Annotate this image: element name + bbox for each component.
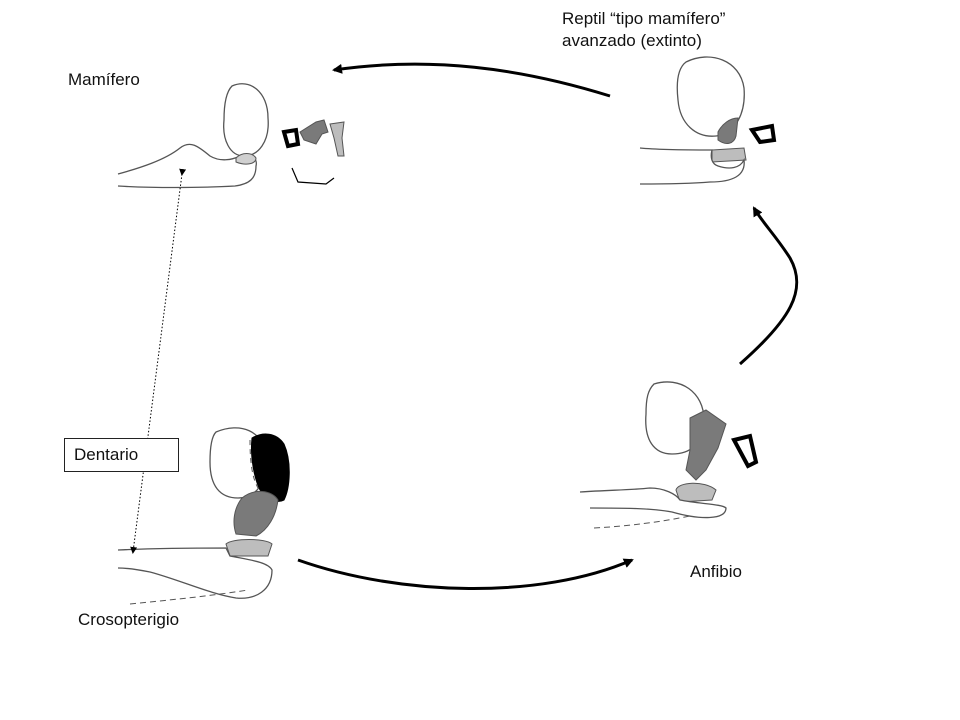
amphibian-jaw (579, 487, 727, 519)
mammal-stapes (281, 127, 301, 149)
fish-jaw-lower-dash (129, 589, 249, 605)
label-anfibio: Anfibio (690, 562, 742, 581)
amphibian-hyomandibular (685, 409, 727, 481)
label-mamifero: Mamífero (68, 70, 140, 89)
fish-articular (225, 539, 273, 557)
fish-hyomandibular (233, 491, 279, 537)
arrow-amphibian-to-reptile (739, 206, 799, 366)
label-reptil-line1: Reptil “tipo mamífero” (562, 9, 726, 28)
amphibian-braincase (645, 381, 705, 455)
reptile-jaw (639, 147, 745, 185)
reptile-articular (711, 147, 747, 163)
amphibian-articular (675, 482, 717, 503)
label-dentario-box: Dentario (64, 438, 179, 472)
label-reptil: Reptil “tipo mamífero” avanzado (extinto… (562, 8, 802, 52)
dentario-pointer-line (130, 168, 187, 554)
crossopterygian-skull-diagram (117, 427, 290, 605)
reptile-braincase (676, 56, 745, 137)
arrow-fish-to-amphibian (297, 558, 634, 590)
reptile-stapes (748, 123, 777, 145)
amphibian-jaw-lower-dash (593, 515, 691, 529)
amphibian-stapes (731, 433, 759, 469)
mammal-braincase (223, 83, 269, 157)
mammal-joint-bone (235, 153, 257, 165)
amphibian-skull-diagram (579, 381, 759, 529)
mammal-tympanic-ring (291, 167, 335, 185)
reptile-skull-diagram (639, 56, 777, 185)
fish-opercular (251, 433, 290, 503)
label-crosopterigio: Crosopterigio (78, 610, 180, 629)
arrow-reptile-to-mammal (332, 62, 611, 98)
mammal-incus (299, 119, 329, 145)
label-reptil-line2: avanzado (extinto) (562, 31, 702, 50)
mammal-malleus (329, 121, 345, 157)
mammal-skull-diagram (117, 83, 345, 189)
reptile-quadrate (717, 117, 739, 144)
fish-jaw (117, 547, 273, 599)
